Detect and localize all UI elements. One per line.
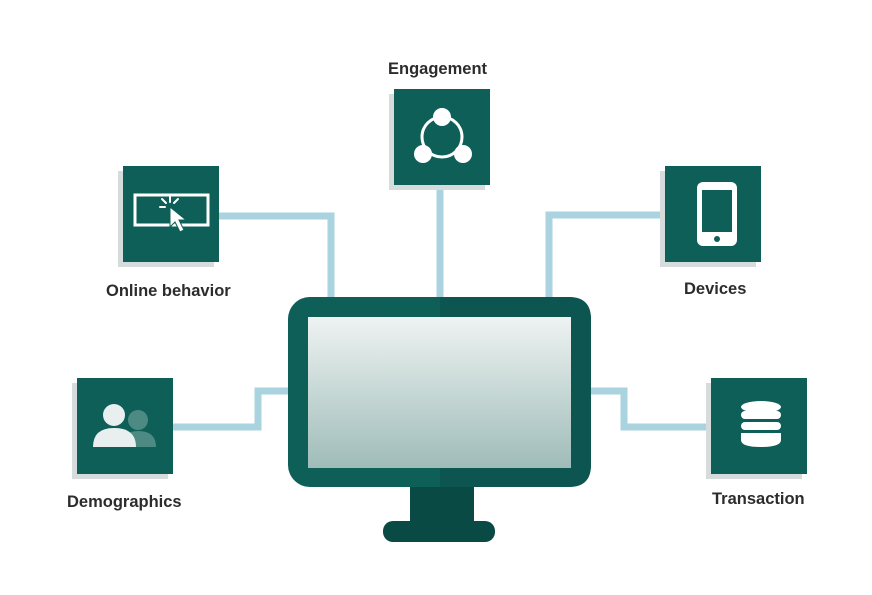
engagement-tile [389, 89, 490, 190]
connector-demographics [173, 387, 292, 431]
label-online-behavior: Online behavior [106, 282, 231, 300]
demographics-tile [72, 378, 173, 479]
click-cursor-icon [133, 193, 210, 233]
share-network-icon [414, 108, 472, 163]
monitor-screen [308, 317, 571, 468]
database-icon [741, 401, 781, 447]
connector-devices [545, 211, 665, 300]
label-transaction: Transaction [712, 490, 805, 508]
connectors [173, 186, 712, 431]
label-devices: Devices [684, 280, 747, 298]
online-behavior-tile [118, 166, 219, 267]
smartphone-icon [697, 182, 737, 246]
label-demographics: Demographics [67, 493, 182, 511]
connector-transaction [590, 387, 712, 431]
monitor-stand-neck [410, 482, 474, 524]
desktop-monitor-icon [288, 297, 591, 542]
label-engagement: Engagement [388, 60, 488, 78]
devices-tile [660, 166, 761, 267]
monitor-stand-base [383, 521, 495, 542]
transaction-tile [706, 378, 807, 479]
users-icon [93, 404, 156, 447]
connector-online-behavior [219, 212, 335, 300]
